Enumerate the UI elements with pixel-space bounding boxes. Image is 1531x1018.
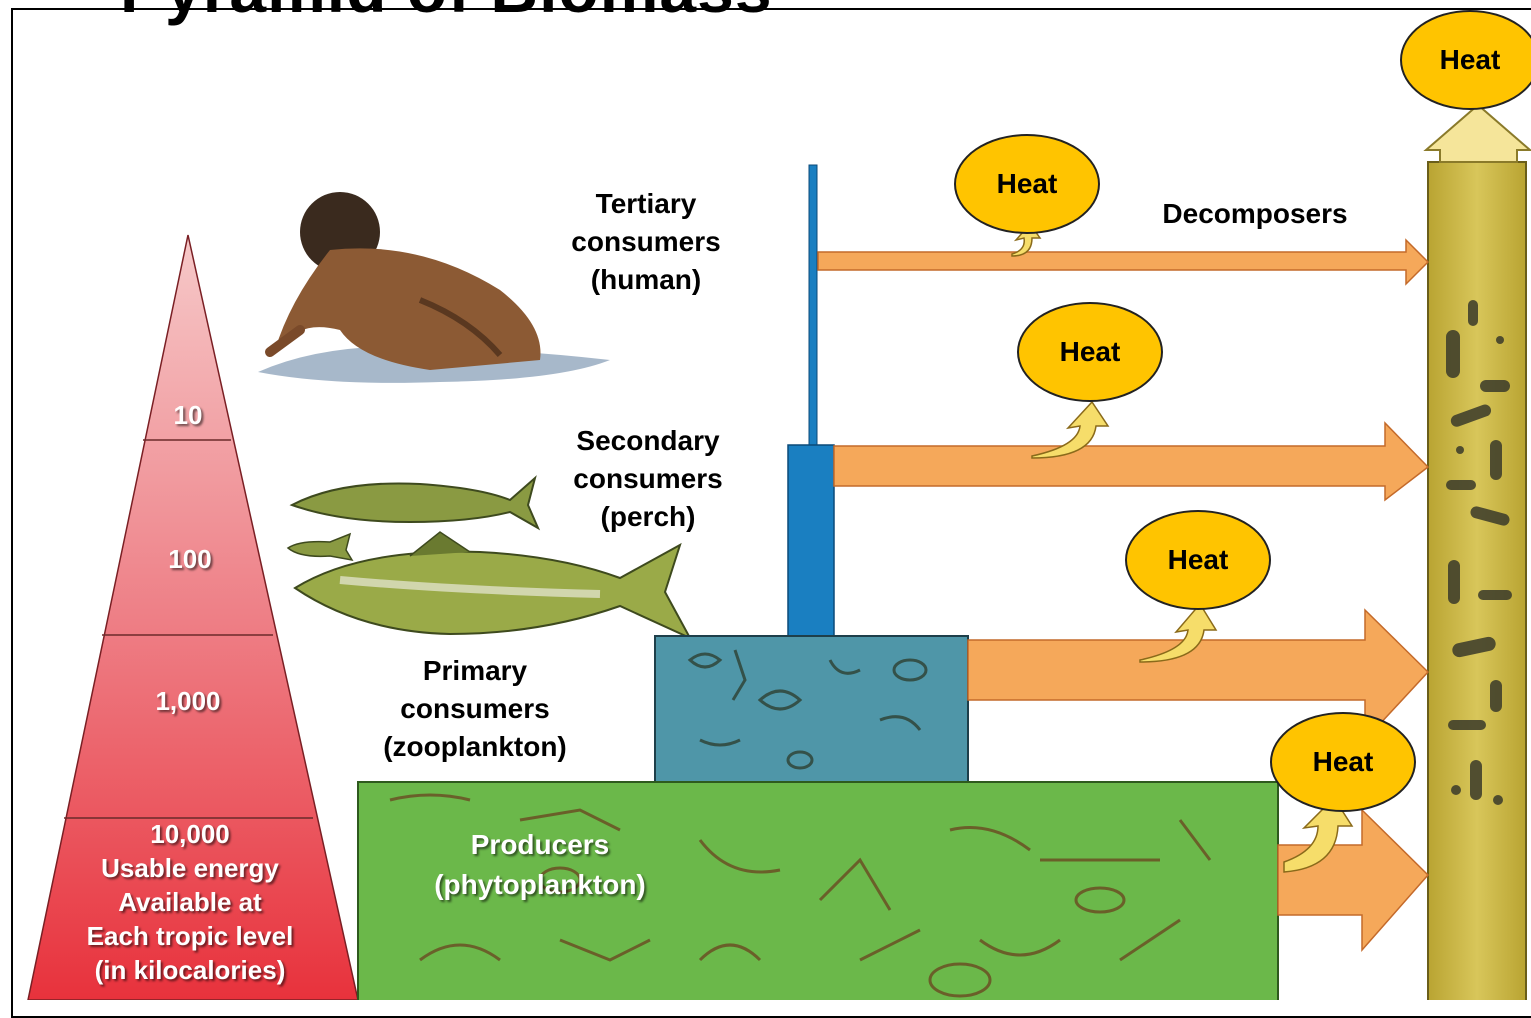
- heat-oval-decomposers: Heat: [1400, 10, 1531, 110]
- heat-oval-tertiary: Heat: [954, 134, 1100, 234]
- pyramid-base-line-3: Available at: [40, 885, 340, 919]
- primary-line-2: consumers: [360, 690, 590, 728]
- primary-line-1: Primary: [360, 652, 590, 690]
- decomposer-column: [1426, 105, 1530, 1000]
- pyramid-level-1000: 1,000: [118, 684, 258, 718]
- heat-oval-producers: Heat: [1270, 712, 1416, 812]
- tertiary-consumers-label: Tertiary consumers (human): [546, 185, 746, 299]
- pyramid-level-100: 100: [130, 542, 250, 576]
- tertiary-line-1: Tertiary: [546, 185, 746, 223]
- pyramid-base-label: 10,000 Usable energy Available at Each t…: [40, 817, 340, 987]
- primary-consumers-label: Primary consumers (zooplankton): [360, 652, 590, 766]
- pyramid-level-10: 10: [148, 398, 228, 432]
- pyramid-base-line-2: Usable energy: [40, 851, 340, 885]
- secondary-line-1: Secondary: [548, 422, 748, 460]
- producers-line-1: Producers: [410, 825, 670, 865]
- tertiary-line-2: consumers: [546, 223, 746, 261]
- producers-flow-arrow: [1278, 810, 1428, 950]
- decomposers-label: Decomposers: [1140, 195, 1370, 233]
- tertiary-consumer-bar: [809, 165, 817, 448]
- tertiary-line-3: (human): [546, 261, 746, 299]
- tertiary-flow-arrow: [818, 240, 1428, 284]
- secondary-consumers-label: Secondary consumers (perch): [548, 422, 748, 536]
- secondary-consumer-bar: [788, 445, 834, 640]
- secondary-line-3: (perch): [548, 498, 748, 536]
- heat-oval-primary: Heat: [1125, 510, 1271, 610]
- primary-line-3: (zooplankton): [360, 728, 590, 766]
- producers-label: Producers (phytoplankton): [410, 825, 670, 905]
- zooplankton-block: [655, 636, 968, 786]
- producers-line-2: (phytoplankton): [410, 865, 670, 905]
- secondary-flow-arrow: [834, 423, 1428, 500]
- heat-oval-secondary: Heat: [1017, 302, 1163, 402]
- pyramid-base-line-4: Each tropic level: [40, 919, 340, 953]
- secondary-line-2: consumers: [548, 460, 748, 498]
- pyramid-base-value: 10,000: [40, 817, 340, 851]
- pyramid-base-line-5: (in kilocalories): [40, 953, 340, 987]
